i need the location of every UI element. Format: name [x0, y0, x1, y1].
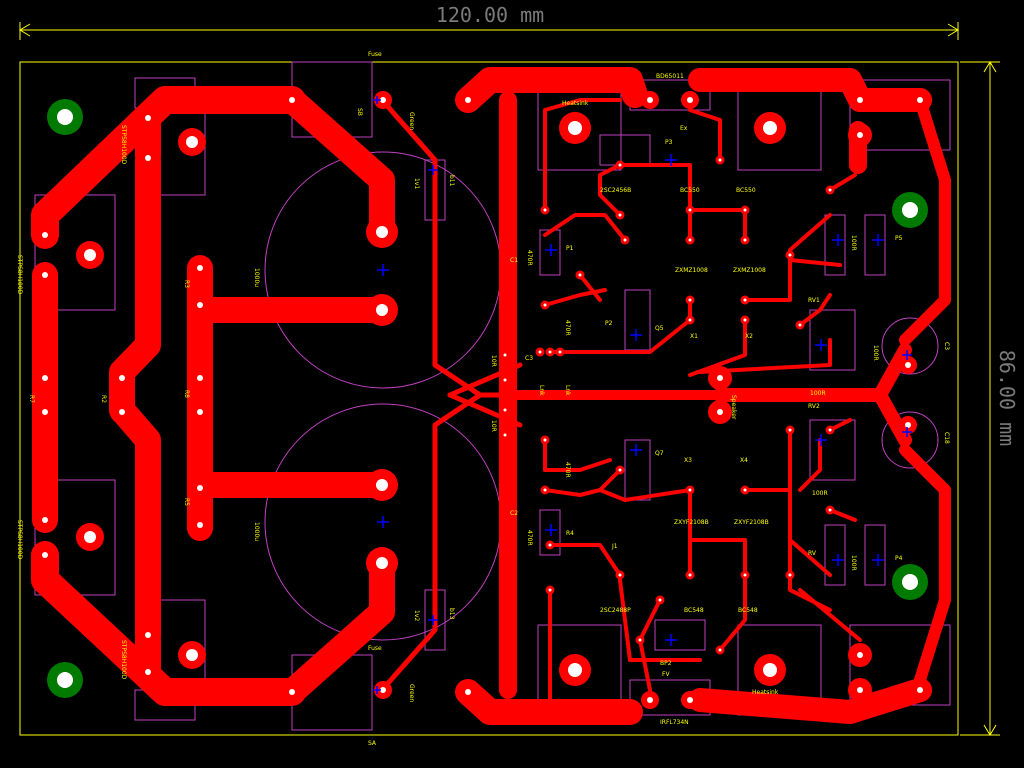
label-tr-i: BC548 [684, 607, 704, 614]
label-lnk2: Lnk [564, 385, 571, 396]
label-ref-r7: R7 [28, 395, 35, 403]
label-ref-x3: X3 [684, 457, 692, 464]
label-diode1: STPS8H100D [120, 125, 127, 165]
label-rv1: RV1 [808, 297, 820, 304]
label-r-100r-1: 100R [810, 390, 826, 397]
label-ref-p1: P1 [566, 245, 574, 252]
label-ref-x4: X4 [740, 457, 748, 464]
mounting-hole-right-upper [892, 192, 928, 228]
label-ref-fv: FV [662, 671, 670, 678]
label-ref-r5: R5 [183, 498, 190, 506]
label-ref-1v2: 1v2 [413, 610, 420, 621]
label-tr-a: 2SC2456B [600, 187, 631, 194]
label-diode4: STPS8H100D [120, 640, 127, 680]
silkscreen-labels: Fuse Fuse Green Green Heatsink Heatsink … [16, 51, 950, 747]
pads [33, 88, 932, 709]
label-ref-p5: P5 [895, 235, 903, 242]
mounting-hole-bottom-left [47, 662, 83, 698]
label-bd-bottom: IRFL734N [660, 719, 689, 726]
label-ref-rv: RV [808, 550, 817, 557]
label-ref-j1: J1 [611, 543, 618, 550]
label-ref-c2: C2 [510, 510, 518, 517]
label-speaker: Speaker [730, 395, 737, 420]
label-ref-p3: P3 [665, 139, 673, 146]
mounting-hole-top-left [47, 99, 83, 135]
label-ref-bp2: BP2 [660, 660, 672, 667]
label-r-10r-1: 10R [490, 355, 497, 367]
label-fuse-bottom: Fuse [368, 645, 382, 652]
label-r-100r-3: 100R [850, 235, 857, 251]
label-ref-r2: R2 [100, 395, 107, 403]
label-diode2: STPS8H100D [16, 255, 23, 295]
label-ref-c3b: C3 [943, 342, 950, 350]
label-r-100r-4: 100R [850, 555, 857, 571]
label-ref-b13: b13 [448, 608, 455, 620]
label-ref-ex: Ex [680, 125, 688, 132]
label-tr-g: ZXYF2108B [734, 519, 769, 526]
label-tr-b: BC550 [680, 187, 700, 194]
label-ref-q7: Q7 [655, 450, 664, 457]
label-heatsink-bottom: Heatsink [752, 689, 779, 696]
label-ref-sa: SA [368, 740, 377, 747]
label-ref-c1: C1 [510, 257, 518, 264]
width-dimension-label: 120.00 mm [436, 3, 544, 27]
label-ref-r8: R8 [183, 390, 190, 398]
label-tr-c: BC550 [736, 187, 756, 194]
label-ref-p4: P4 [895, 555, 903, 562]
label-green-top: Green [408, 112, 415, 130]
label-r-470-2: 470R [564, 320, 571, 336]
label-tr-h: 2SC2488P [600, 607, 631, 614]
label-ref-sb: SB [356, 108, 363, 116]
origin-markers [373, 96, 912, 694]
height-dimension: 86.00 mm [960, 61, 1019, 736]
mounting-hole-right-lower [892, 564, 928, 600]
label-lnk1: Lnk [538, 385, 545, 396]
label-ref-c18: C18 [943, 432, 950, 444]
label-fuse-top: Fuse [368, 51, 382, 58]
label-heatsink-top: Heatsink [562, 100, 589, 107]
label-bd-top: BD65011 [656, 73, 684, 80]
label-cap1: 1000u [253, 268, 260, 287]
label-r-470-4: 470R [526, 530, 533, 546]
label-ref-r4: R4 [566, 530, 574, 537]
label-r-100r-2: 100R [812, 490, 828, 497]
board-outline [19, 61, 959, 736]
mounting-holes [47, 99, 928, 698]
label-tr-f: ZXYF2108B [674, 519, 709, 526]
label-rv2: RV2 [808, 403, 820, 410]
label-ref-q5: Q5 [655, 325, 664, 332]
label-ref-p2: P2 [605, 320, 613, 327]
label-diode3: STPS8H100D [16, 520, 23, 560]
label-tr-e: ZXMZ1008 [733, 267, 766, 274]
label-r-470-1: 470R [526, 250, 533, 266]
label-green-bottom: Green [408, 684, 415, 702]
label-ref-r3: R3 [183, 280, 190, 288]
label-ref-x1: X1 [690, 333, 698, 340]
label-r-10r-2: 10R [490, 420, 497, 432]
label-cap2: 1000u [253, 522, 260, 541]
label-tr-j: BC548 [738, 607, 758, 614]
label-tr-d: ZXMZ1008 [675, 267, 708, 274]
height-dimension-label: 86.00 mm [995, 350, 1019, 446]
label-r-470-3: 470R [564, 462, 571, 478]
label-ref-1v1: 1v1 [413, 178, 420, 189]
label-ref-b11: b11 [448, 175, 455, 187]
label-ref-c3: C3 [525, 355, 533, 362]
width-dimension: 120.00 mm [19, 3, 959, 40]
label-r-100r-5: 100R [872, 345, 879, 361]
label-ref-x2: X2 [745, 333, 753, 340]
